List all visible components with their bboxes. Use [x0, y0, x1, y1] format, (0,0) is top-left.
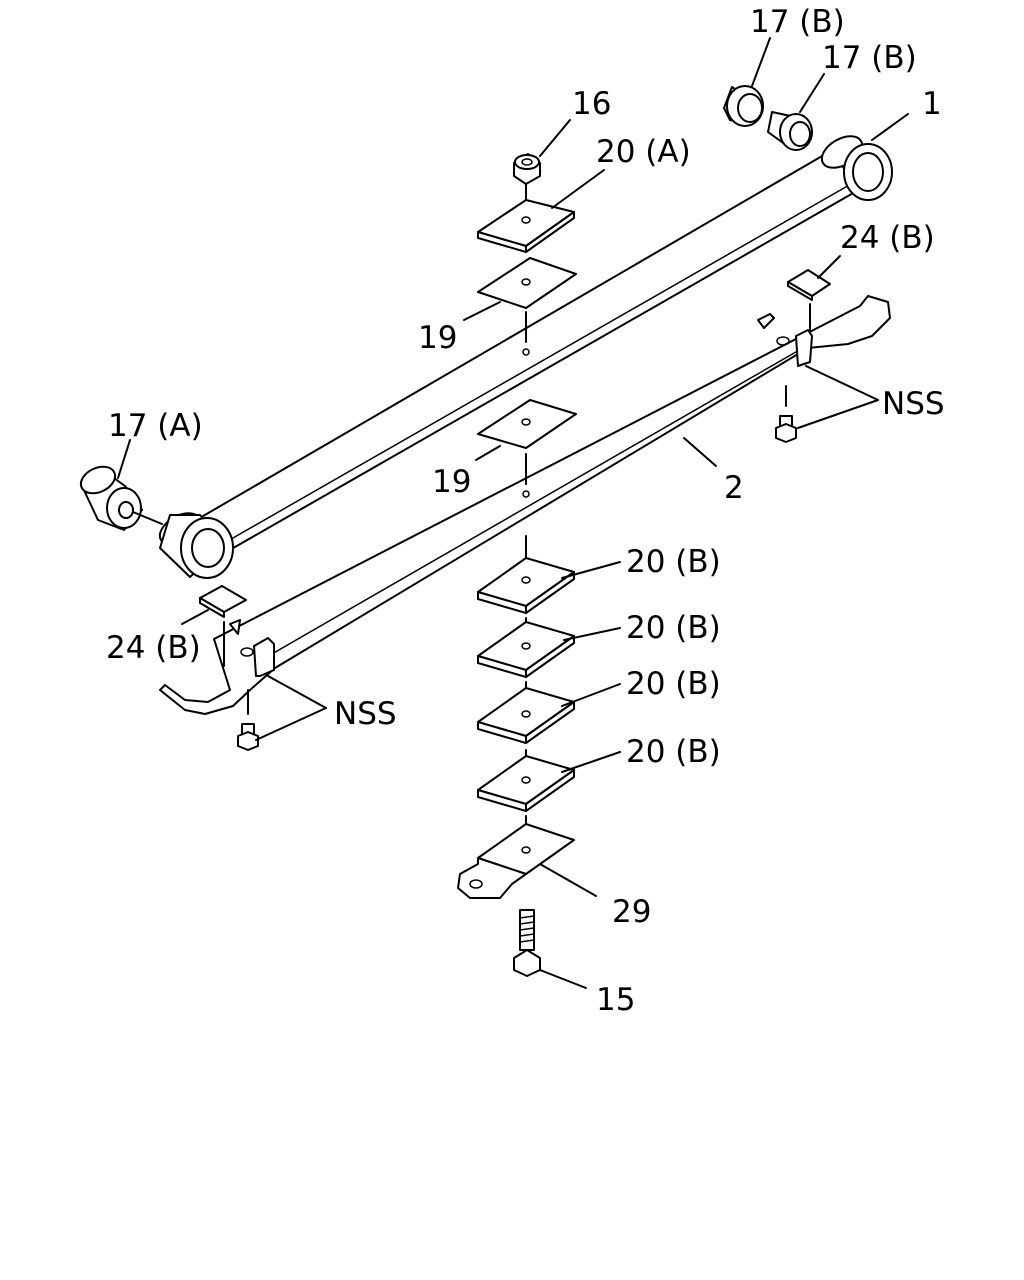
label-nut: 16 — [572, 86, 611, 122]
washer-part-20a — [477, 199, 575, 253]
label-bushing-17b-lower: 17 (B) — [822, 40, 917, 76]
spacer-part-20b-4 — [477, 755, 575, 841]
label-bushing-17a: 17 (A) — [108, 408, 203, 444]
bushing-17a — [79, 465, 163, 531]
nss-bolt-right — [775, 385, 797, 443]
label-pad-19-lower: 19 — [432, 464, 471, 500]
bracket-part-29 — [457, 823, 575, 899]
pad-part-19-lower — [477, 399, 577, 567]
label-pad-19-upper: 19 — [418, 320, 457, 356]
pad-part-24b-left — [199, 585, 247, 667]
label-spacer-2: 20 (B) — [626, 610, 721, 646]
leader-lines — [117, 37, 909, 989]
label-spacer-4: 20 (B) — [626, 734, 721, 770]
label-spacer-1: 20 (B) — [626, 544, 721, 580]
label-pad-24b-right: 24 (B) — [840, 220, 935, 256]
label-spacer-3: 20 (B) — [626, 666, 721, 702]
label-pad-24b-left: 24 (B) — [106, 630, 201, 666]
spacer-part-20b-1 — [477, 557, 575, 637]
bolt-part-15 — [513, 909, 541, 977]
main-leaf-part-1 — [158, 135, 893, 579]
label-main-leaf: 1 — [922, 86, 942, 122]
label-nss-right: NSS — [882, 386, 945, 422]
spacer-part-20b-2 — [477, 621, 575, 703]
label-nss-left: NSS — [334, 696, 397, 732]
pad-part-19-upper — [477, 257, 577, 356]
label-bolt: 15 — [596, 982, 635, 1018]
second-leaf-part-2 — [159, 295, 891, 715]
nut-part-16 — [513, 153, 541, 213]
bushing-17b-upper — [723, 85, 764, 127]
pad-part-24b-right — [787, 269, 831, 331]
label-second-leaf: 2 — [724, 470, 744, 506]
label-washer-top: 20 (A) — [596, 134, 691, 170]
nss-bolt-left — [237, 689, 259, 751]
label-bracket: 29 — [612, 894, 651, 930]
label-bushing-17b-upper: 17 (B) — [750, 4, 845, 40]
bushing-17b-lower — [767, 111, 813, 151]
